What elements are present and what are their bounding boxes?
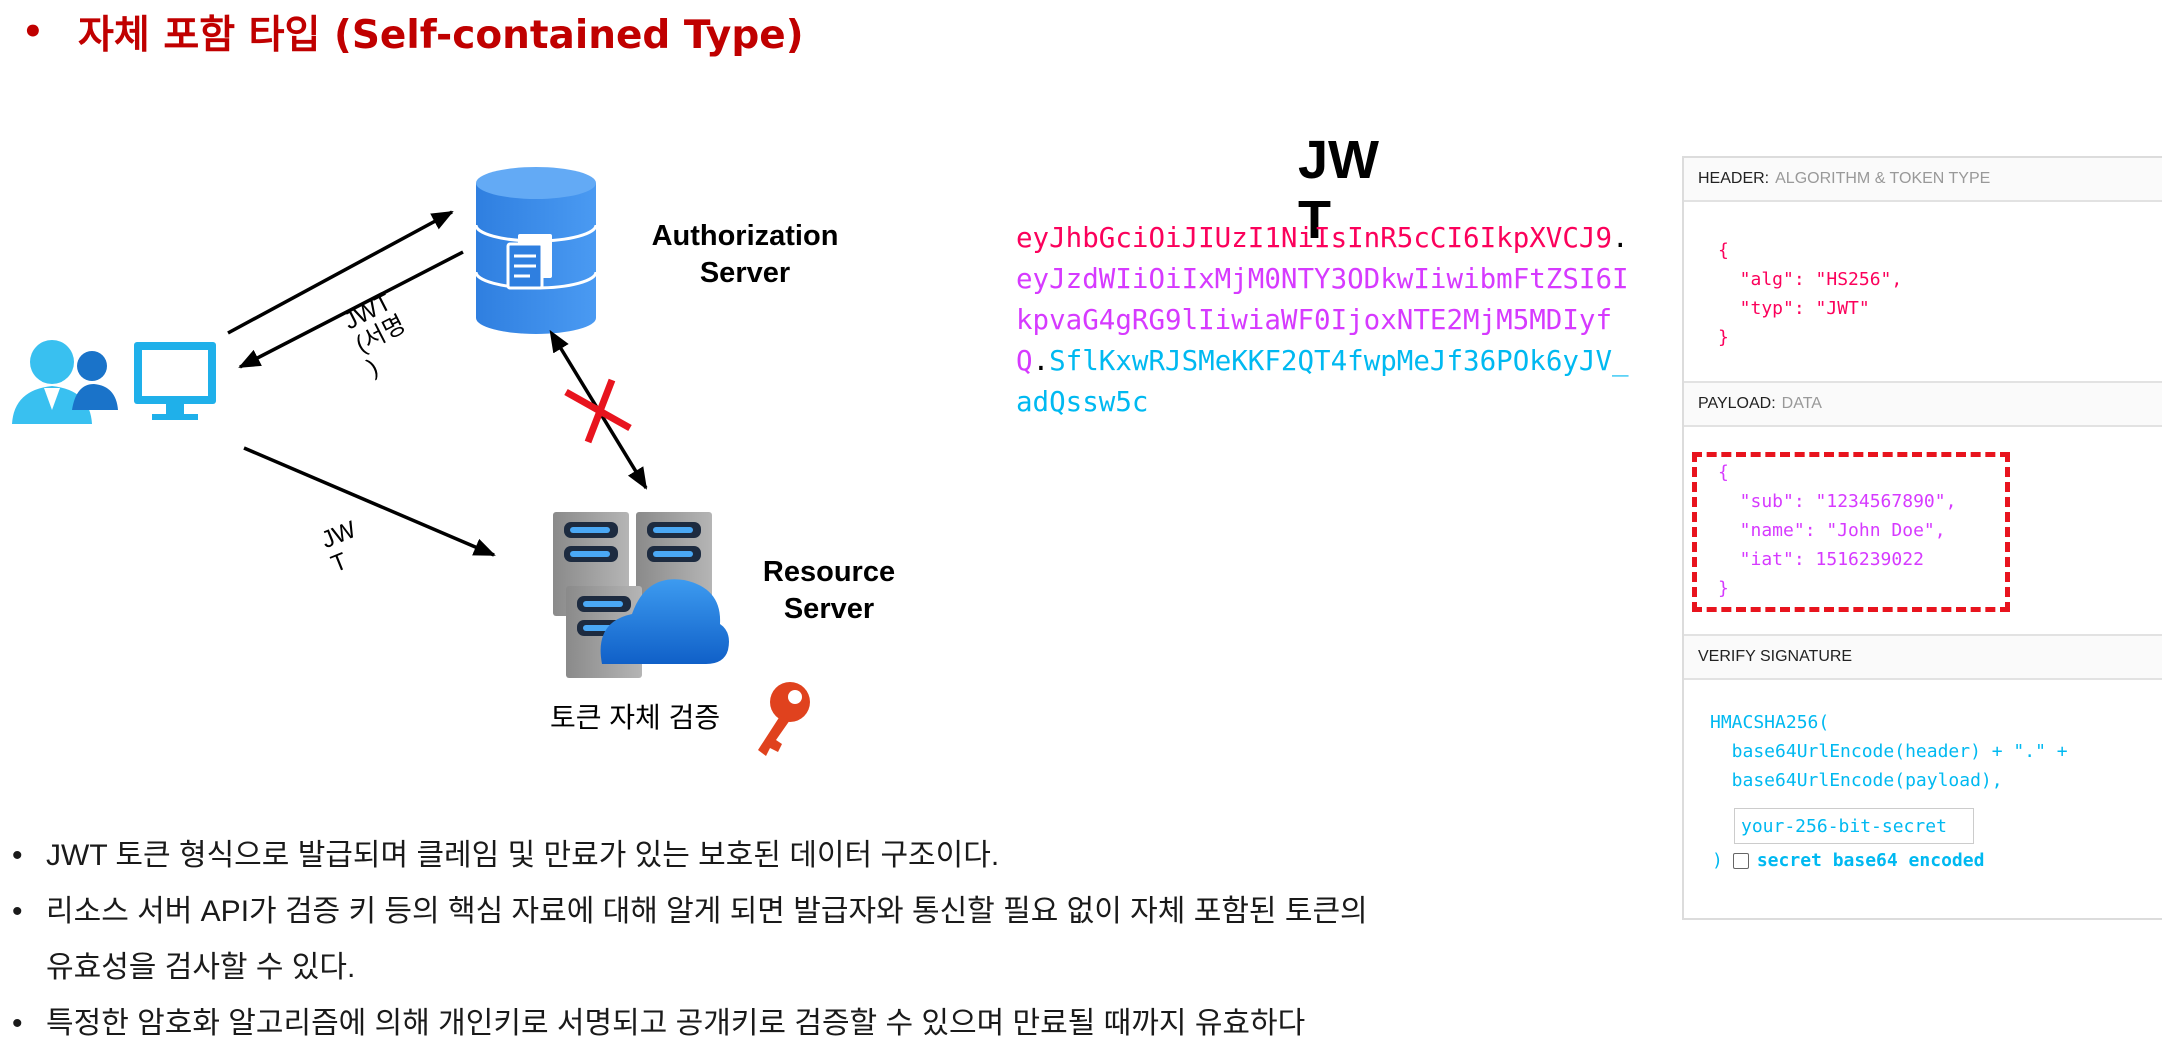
title-text: 자체 포함 타입 (Self-contained Type) — [78, 13, 804, 58]
jwt-heading: JWT — [1298, 130, 1379, 250]
database-icon — [474, 167, 598, 334]
payload-json: { "sub": "1234567890", "name": "John Doe… — [1718, 462, 1957, 599]
slide-title: • 자체 포함 타입 (Self-contained Type) — [22, 4, 804, 60]
arrow-request-to-auth — [227, 210, 454, 335]
header-section-title: HEADER: ALGORITHM & TOKEN TYPE — [1684, 158, 2162, 202]
base64-label: secret base64 encoded — [1756, 850, 1985, 871]
base64-checkbox[interactable] — [1732, 852, 1749, 869]
token-dot: . — [1612, 222, 1629, 254]
arrow-jwt-from-auth — [238, 250, 464, 369]
verify-section-title: VERIFY SIGNATURE — [1684, 634, 2162, 680]
resource-server-label: Resource Server — [762, 556, 896, 625]
cloud-icon — [600, 579, 729, 664]
header-subtitle: ALGORITHM & TOKEN TYPE — [1775, 170, 1991, 187]
authorization-server-label: Authorization Server — [651, 220, 839, 289]
jwt-decoded-panel: HEADER: ALGORITHM & TOKEN TYPE { "alg": "… — [1682, 156, 2162, 920]
payload-section-title: PAYLOAD: DATA — [1684, 381, 2162, 427]
secret-input[interactable]: your-256-bit-secret — [1734, 808, 1974, 844]
key-icon — [758, 682, 810, 756]
users-icon — [12, 340, 118, 424]
bullet-2: •리소스 서버 API가 검증 키 등의 핵심 자료에 대해 알게 되면 발급자… — [12, 895, 1368, 928]
arrow-auth-resource — [549, 329, 648, 490]
header-title: HEADER: — [1698, 170, 1770, 187]
verify-code: HMACSHA256( base64UrlEncode(header) + ".… — [1710, 712, 2068, 791]
bullet-3-text: 특정한 암호화 알고리즘에 의해 개인키로 서명되고 공개키로 검증할 수 있으… — [46, 1007, 1306, 1040]
title-bullet: • — [22, 12, 44, 52]
token-dot: . — [1032, 345, 1050, 377]
architecture-diagram — [12, 167, 810, 756]
bullet-1: •JWT 토큰 형식으로 발급되며 클레임 및 만료가 있는 보호된 데이터 구… — [12, 839, 1000, 872]
payload-title: PAYLOAD: — [1698, 395, 1776, 412]
close-paren: ) — [1712, 850, 1723, 871]
verify-footer: ) secret base64 encoded — [1712, 846, 1984, 875]
encoded-token: eyJhbGciOiJIUzI1NiIsInR5cCI6IkpXVCJ9.eyJ… — [1016, 218, 1642, 423]
token-payload-part: eyJzdWIiOiIxMjM0NTY3ODkwIiwibmFtZSI6Ikpv… — [1016, 263, 1629, 377]
bullet-2-text: 리소스 서버 API가 검증 키 등의 핵심 자료에 대해 알게 되면 발급자와… — [46, 895, 1368, 928]
arrow-jwt-to-resource — [243, 446, 496, 557]
bullet-2-continued: 유효성을 검사할 수 있다. — [46, 951, 356, 984]
blocked-x-icon — [564, 378, 632, 444]
bullet-1-text: JWT 토큰 형식으로 발급되며 클레임 및 만료가 있는 보호된 데이터 구조… — [46, 839, 1000, 872]
verify-title: VERIFY SIGNATURE — [1698, 648, 1853, 665]
token-self-validation-caption: 토큰 자체 검증 — [550, 702, 721, 733]
payload-subtitle: DATA — [1781, 395, 1822, 412]
bullet-3: •특정한 암호화 알고리즘에 의해 개인키로 서명되고 공개키로 검증할 수 있… — [12, 1007, 1306, 1040]
token-signature-part: SflKxwRJSMeKKF2QT4fwpMeJf36POk6yJV_adQss… — [1016, 345, 1629, 418]
header-json: { "alg": "HS256", "typ": "JWT" } — [1718, 240, 1903, 348]
token-header-part: eyJhbGciOiJIUzI1NiIsInR5cCI6IkpXVCJ9 — [1016, 222, 1613, 254]
payload-highlight-box — [1692, 452, 2010, 612]
monitor-icon — [134, 342, 216, 420]
